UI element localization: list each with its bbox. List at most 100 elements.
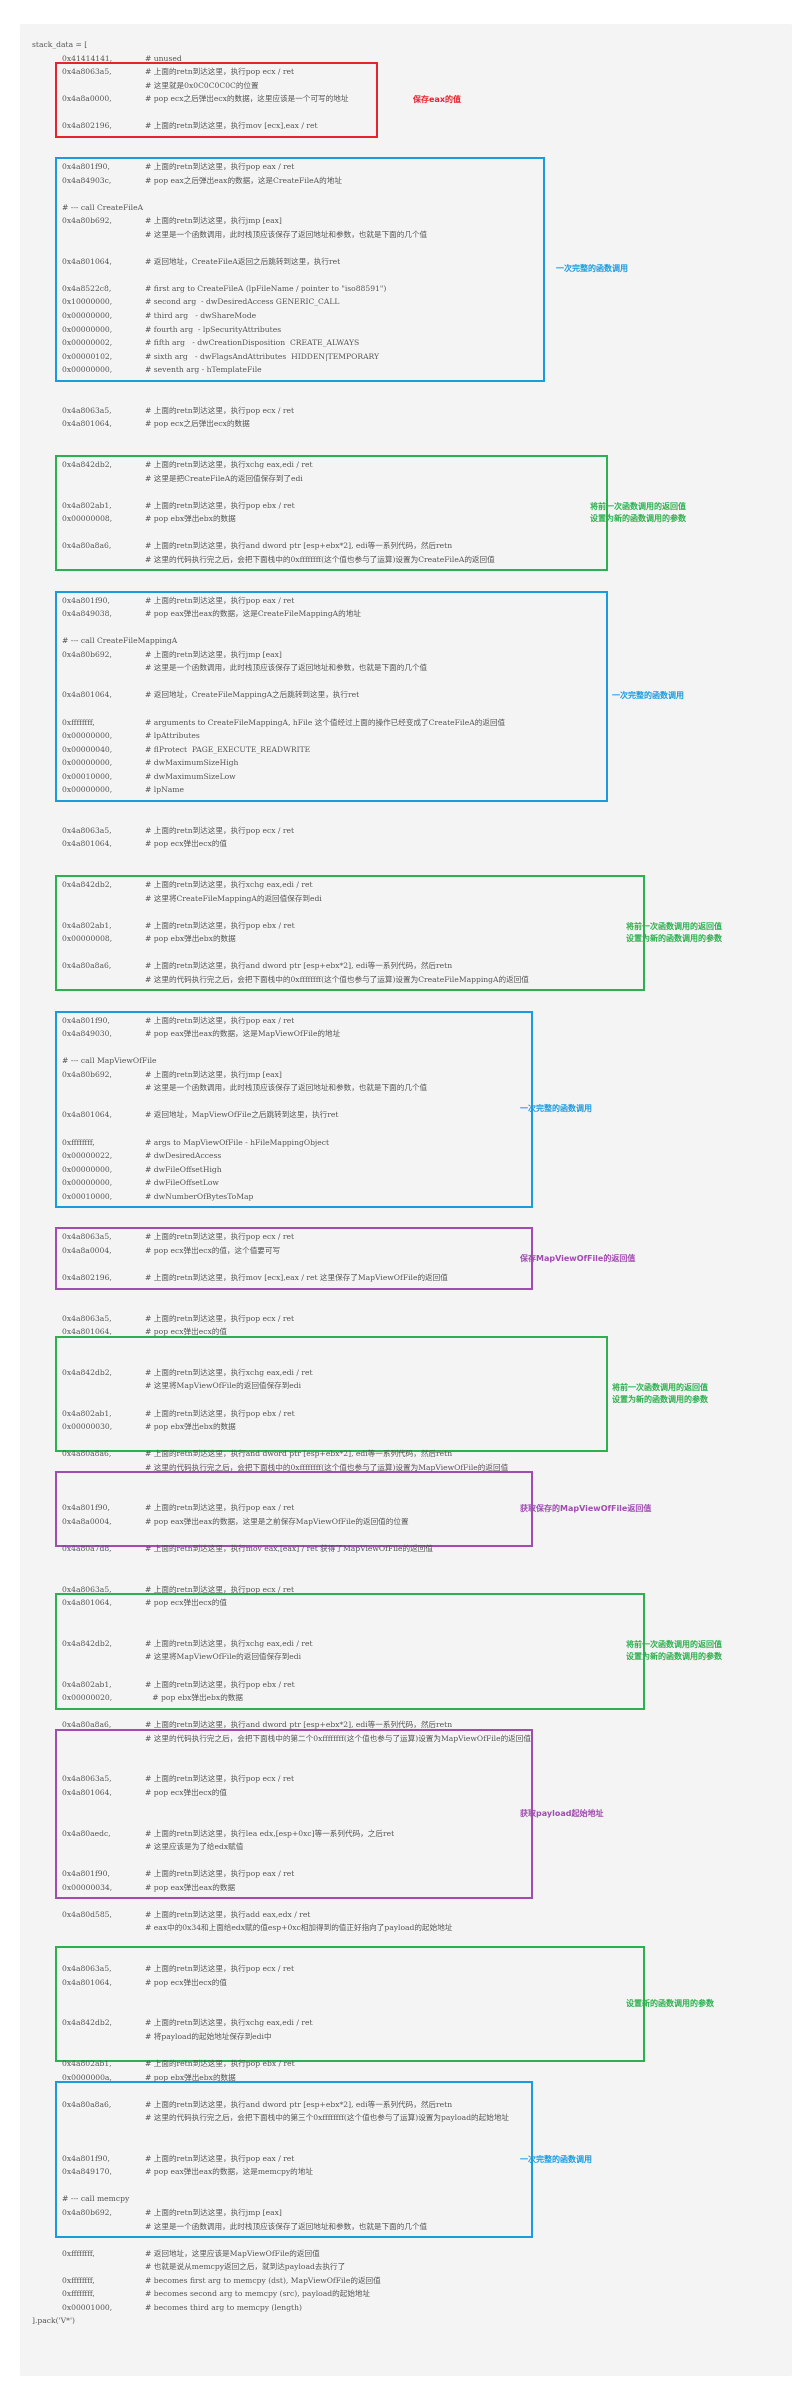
- code-line: 0x4a80b692, # 上面的retn到达这里，执行jmp [eax]: [62, 650, 762, 664]
- code-comment: # fifth arg - dwCreationDisposition CREA…: [145, 338, 360, 348]
- code-line: [62, 243, 762, 257]
- stack-value: 0x4a842db2,: [62, 1367, 112, 1377]
- code-line: 0x4a802196, # 上面的retn到达这里，执行mov [ecx],eax…: [62, 1273, 762, 1287]
- code-line: # 将payload的起始地址保存到edi中: [62, 2032, 762, 2046]
- code-comment: # 这里将CreateFileMappingA的返回值保存到edi: [145, 893, 322, 903]
- stack-value: 0x00000040,: [62, 744, 113, 754]
- code-comment: # first arg to CreateFileA (lpFileName /…: [145, 283, 387, 293]
- code-line: [62, 1937, 762, 1951]
- code-line: [62, 867, 762, 881]
- stack-value: 0x4a8063a5,: [62, 1313, 112, 1323]
- code-comment: # 这里是一个函数调用，此时栈顶应该保存了返回地址和参数，也就是下面的几个值: [145, 229, 428, 239]
- code-line: 0x00000020, # pop ebx弹出ebx的数据: [62, 1693, 762, 1707]
- annotation-box-blue: [55, 2081, 533, 2239]
- code-line: 0xffffffff,# arguments to CreateFileMapp…: [62, 718, 762, 732]
- code-comment: # 这里是一个函数调用，此时栈顶应该保存了返回地址和参数，也就是下面的几个值: [145, 663, 428, 673]
- code-line: [62, 568, 762, 582]
- code-line: 0x4a802ab1,# 上面的retn到达这里，执行pop ebx / ret: [62, 921, 762, 935]
- code-comment: # dwFileOffsetHigh: [145, 1164, 222, 1174]
- code-line: [62, 1124, 762, 1138]
- code-line: [62, 853, 762, 867]
- stack-value: 0x4a80a8a6,: [62, 541, 112, 551]
- code-line: # 这里的代码执行完之后，会把下面栈中的0xffffffff(这个值也参与了运算…: [62, 975, 762, 989]
- stack-value: 0x4a80a8a6,: [62, 1449, 112, 1459]
- code-comment: # pop ecx之后弹出ecx的数据，这里应该是一个可写的地址: [145, 94, 349, 104]
- stack-value: 0x4a8063a5,: [62, 1964, 112, 1974]
- code-line: [62, 623, 762, 637]
- code-comment: # pop eax弹出eax的数据，这是memcpy的地址: [145, 2167, 313, 2177]
- code-line: 0x00000002, # fifth arg - dwCreationDispo…: [62, 338, 762, 352]
- code-comment: # 上面的retn到达这里，执行jmp [eax]: [145, 649, 282, 659]
- stack-value: 0x4a80a7d8,: [62, 1544, 112, 1554]
- stack-value: 0x4a849038,: [62, 609, 112, 619]
- code-line: 0x4a842db2,# 上面的retn到达这里，执行xchg eax,edi …: [62, 1639, 762, 1653]
- code-line: [62, 1341, 762, 1355]
- code-comment: # 上面的retn到达这里，执行pop ebx / ret: [145, 1408, 295, 1418]
- stack-value: 0x4a8522c8,: [62, 283, 112, 293]
- code-line: 0x4a80aedc,# 上面的retn到达这里，执行lea edx,[esp+…: [62, 1829, 762, 1843]
- code-comment: # 上面的retn到达这里，执行pop ecx / ret: [145, 825, 295, 835]
- code-line: 0xffffffff,# becomes second arg to memcp…: [62, 2289, 762, 2303]
- stack-value: 0x00000102,: [62, 351, 113, 361]
- code-comment: # 这里将MapViewOfFile的返回值保存到edi: [145, 1652, 302, 1662]
- code-line: [62, 447, 762, 461]
- code-comment: # 上面的retn到达这里，执行mov [ecx],eax / ret 这里保存…: [145, 1273, 448, 1283]
- code-line: 0x4a80d585,# 上面的retn到达这里，执行add eax,edx /…: [62, 1910, 762, 1924]
- stack-value: 0x4a80b692,: [62, 649, 112, 659]
- stack-value: 0x4a802196,: [62, 1273, 112, 1283]
- stack-value: 0x4a8a0004,: [62, 1245, 112, 1255]
- code-line: [62, 433, 762, 447]
- stack-value: 0x4a801f90,: [62, 595, 110, 605]
- code-comment: # 上面的retn到达这里，执行xchg eax,edi / ret: [145, 1367, 313, 1377]
- code-line: [62, 1287, 762, 1301]
- code-comment: # 上面的retn到达这里，执行pop ecx / ret: [145, 67, 295, 77]
- code-line: 0x4a80a8a6,# 上面的retn到达这里，执行and dword ptr…: [62, 1720, 762, 1734]
- code-line: 0xffffffff,# 返回地址，这里应该是MapViewOfFile的返回值: [62, 2249, 762, 2263]
- code-line: 0x4a80b692,# 上面的retn到达这里，执行jmp [eax]: [62, 216, 762, 230]
- stack-value: 0x4a80b692,: [62, 216, 112, 226]
- stack-value: 0xffffffff,: [62, 2289, 95, 2299]
- annotation-box-red: [55, 62, 378, 138]
- code-line: [62, 1571, 762, 1585]
- code-line: [62, 148, 762, 162]
- code-line: 0x4a80a7d8,# 上面的retn到达这里，执行mov eax,[eax]…: [62, 1544, 762, 1558]
- stack-value: 0x00000030,: [62, 1422, 113, 1432]
- stack-value: 0x00000000,: [62, 731, 113, 741]
- code-line: [62, 1558, 762, 1572]
- code-line: [62, 135, 762, 149]
- code-line: 0x00000022,# dwDesiredAccess: [62, 1151, 762, 1165]
- code-line: 0x00000000,# third arg - dwShareMode: [62, 311, 762, 325]
- code-comment: # 上面的retn到达这里，执行and dword ptr [esp+ebx*2…: [145, 961, 453, 971]
- code-comment: # 这里是一个函数调用，此时栈顶应该保存了返回地址和参数，也就是下面的几个值: [145, 1083, 428, 1093]
- stack-value: 0x4a80b692,: [62, 2208, 112, 2217]
- code-line: [62, 379, 762, 393]
- code-line: 0x4a80b692,# 上面的retn到达这里，执行jmp [eax]: [62, 1070, 762, 1084]
- code-comment: # 上面的retn到达这里，执行pop ebx / ret: [145, 500, 295, 510]
- code-line: # 这里将MapViewOfFile的返回值保存到edi: [62, 1381, 762, 1395]
- code-comment: # seventh arg - hTemplateFile: [145, 365, 262, 375]
- code-comment: # 也就是说从memcpy返回之后，就到达payload去执行了: [145, 2262, 346, 2272]
- code-line: 0x4a801f90,# 上面的retn到达这里，执行pop eax / ret: [62, 1869, 762, 1883]
- code-comment: # 上面的retn到达这里，执行pop ecx / ret: [145, 1584, 295, 1594]
- code-line: 0x4a8a0000,# pop ecx之后弹出ecx的数据，这里应该是一个可写…: [62, 94, 762, 108]
- code-line: [62, 704, 762, 718]
- code-comment: # 上面的retn到达这里，执行xchg eax,edi / ret: [145, 1638, 313, 1648]
- annotation-label: 设置新的函数调用的参数: [626, 1998, 714, 2008]
- code-line: [62, 2005, 762, 2019]
- code-line: [62, 989, 762, 1003]
- code-comment: # 上面的retn到达这里，执行and dword ptr [esp+ebx*2…: [145, 541, 453, 551]
- code-line: 0x4a8063a5,# 上面的retn到达这里，执行pop ecx / ret: [62, 1314, 762, 1328]
- annotation-box-blue: [55, 1010, 533, 1209]
- code-line: 0x4a801f90,# 上面的retn到达这里，执行pop eax / ret: [62, 596, 762, 610]
- code-line: [62, 948, 762, 962]
- annotation-box-purple: [55, 1471, 533, 1548]
- annotation-label: 一次完整的函数调用: [612, 691, 684, 701]
- code-line: 0x4a8063a5,# 上面的retn到达这里，执行pop ecx / ret: [62, 1964, 762, 1978]
- code-line: [62, 1531, 762, 1545]
- annotation-label: 获取payload起始地址: [520, 1809, 604, 1819]
- stack-value: 0x00000002,: [62, 338, 113, 348]
- annotation-box-green: [55, 875, 645, 992]
- code-line: 0x00000102,# sixth arg - dwFlagsAndAttri…: [62, 352, 762, 366]
- code-line: 0x00000000,# lpName: [62, 785, 762, 799]
